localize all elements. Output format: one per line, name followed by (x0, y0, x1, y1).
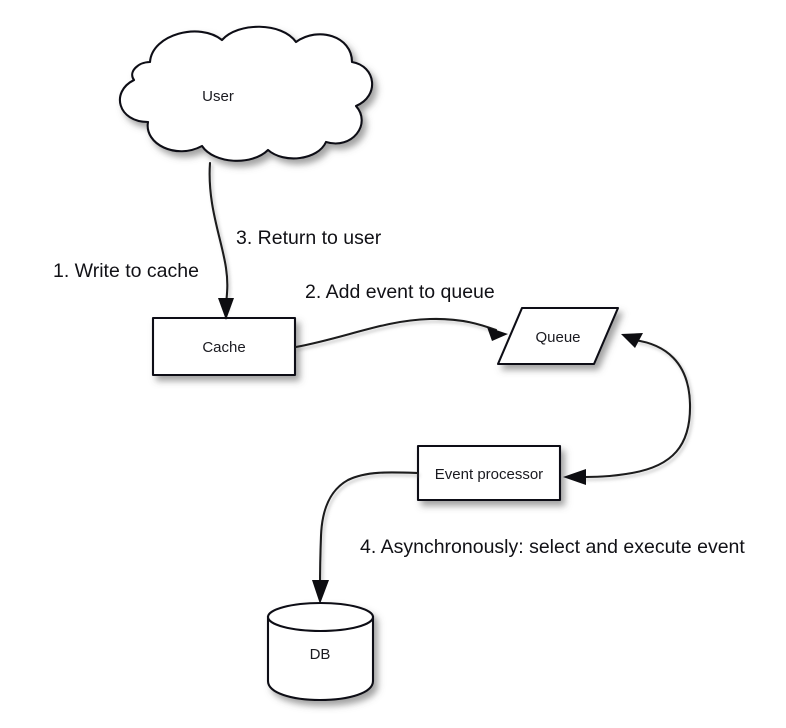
node-db[interactable]: DB (266, 601, 375, 702)
arrowhead-queue-return (621, 333, 643, 348)
node-user[interactable]: User (118, 25, 374, 162)
node-user-label: User (202, 88, 234, 105)
node-queue[interactable]: Queue (496, 306, 620, 366)
step-label-1: 1. Write to cache (53, 260, 199, 282)
node-cache-label: Cache (202, 339, 245, 356)
step-label-3: 3. Return to user (236, 227, 382, 249)
node-queue-label: Queue (535, 329, 580, 346)
arrowhead-db (312, 580, 329, 604)
node-db-label: DB (310, 646, 331, 663)
edge-user-to-cache (208, 161, 234, 320)
edge-cache-to-queue (294, 317, 508, 349)
node-event-processor-label: Event processor (435, 466, 543, 483)
step-label-4: 4. Asynchronously: select and execute ev… (360, 536, 745, 558)
node-event-processor[interactable]: Event processor (416, 444, 562, 502)
arrowhead-event-processor (563, 469, 586, 485)
arrowhead-cache (218, 298, 234, 320)
edge-queue-event-processor (563, 333, 692, 485)
step-label-2: 2. Add event to queue (305, 281, 495, 303)
node-cache[interactable]: Cache (151, 316, 297, 377)
edge-event-processor-to-db (312, 471, 419, 604)
arrowhead-queue (487, 327, 508, 341)
